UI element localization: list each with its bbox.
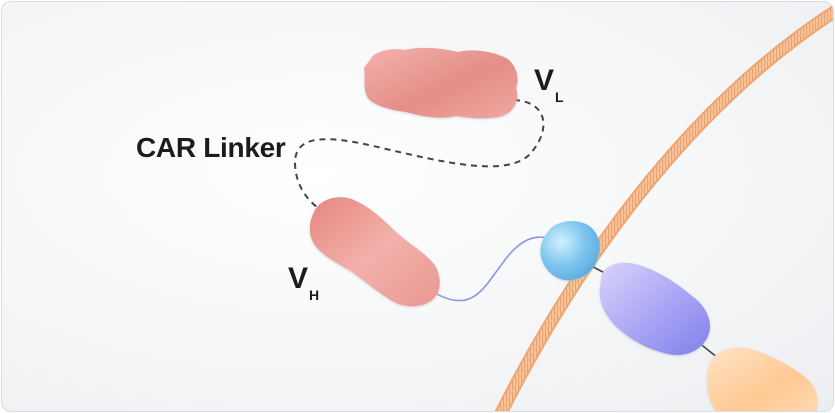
car-linker-line	[293, 99, 545, 209]
cell-membrane	[494, 4, 833, 411]
vl-label-sub: L	[555, 89, 564, 105]
vh-label-main: V	[288, 262, 309, 295]
hinge-tether	[429, 236, 549, 302]
vl-label-main: V	[534, 64, 555, 97]
vl-domain	[364, 47, 518, 119]
car-linker-label: CAR Linker	[136, 132, 286, 163]
vh-label: VH	[288, 262, 319, 303]
transmembrane-domain	[540, 221, 600, 281]
signaling-domain-1	[599, 262, 711, 356]
vl-label: VL	[534, 64, 564, 105]
vh-domain	[309, 197, 440, 307]
signaling-domain-2	[707, 347, 818, 411]
vh-label-sub: H	[309, 287, 320, 303]
